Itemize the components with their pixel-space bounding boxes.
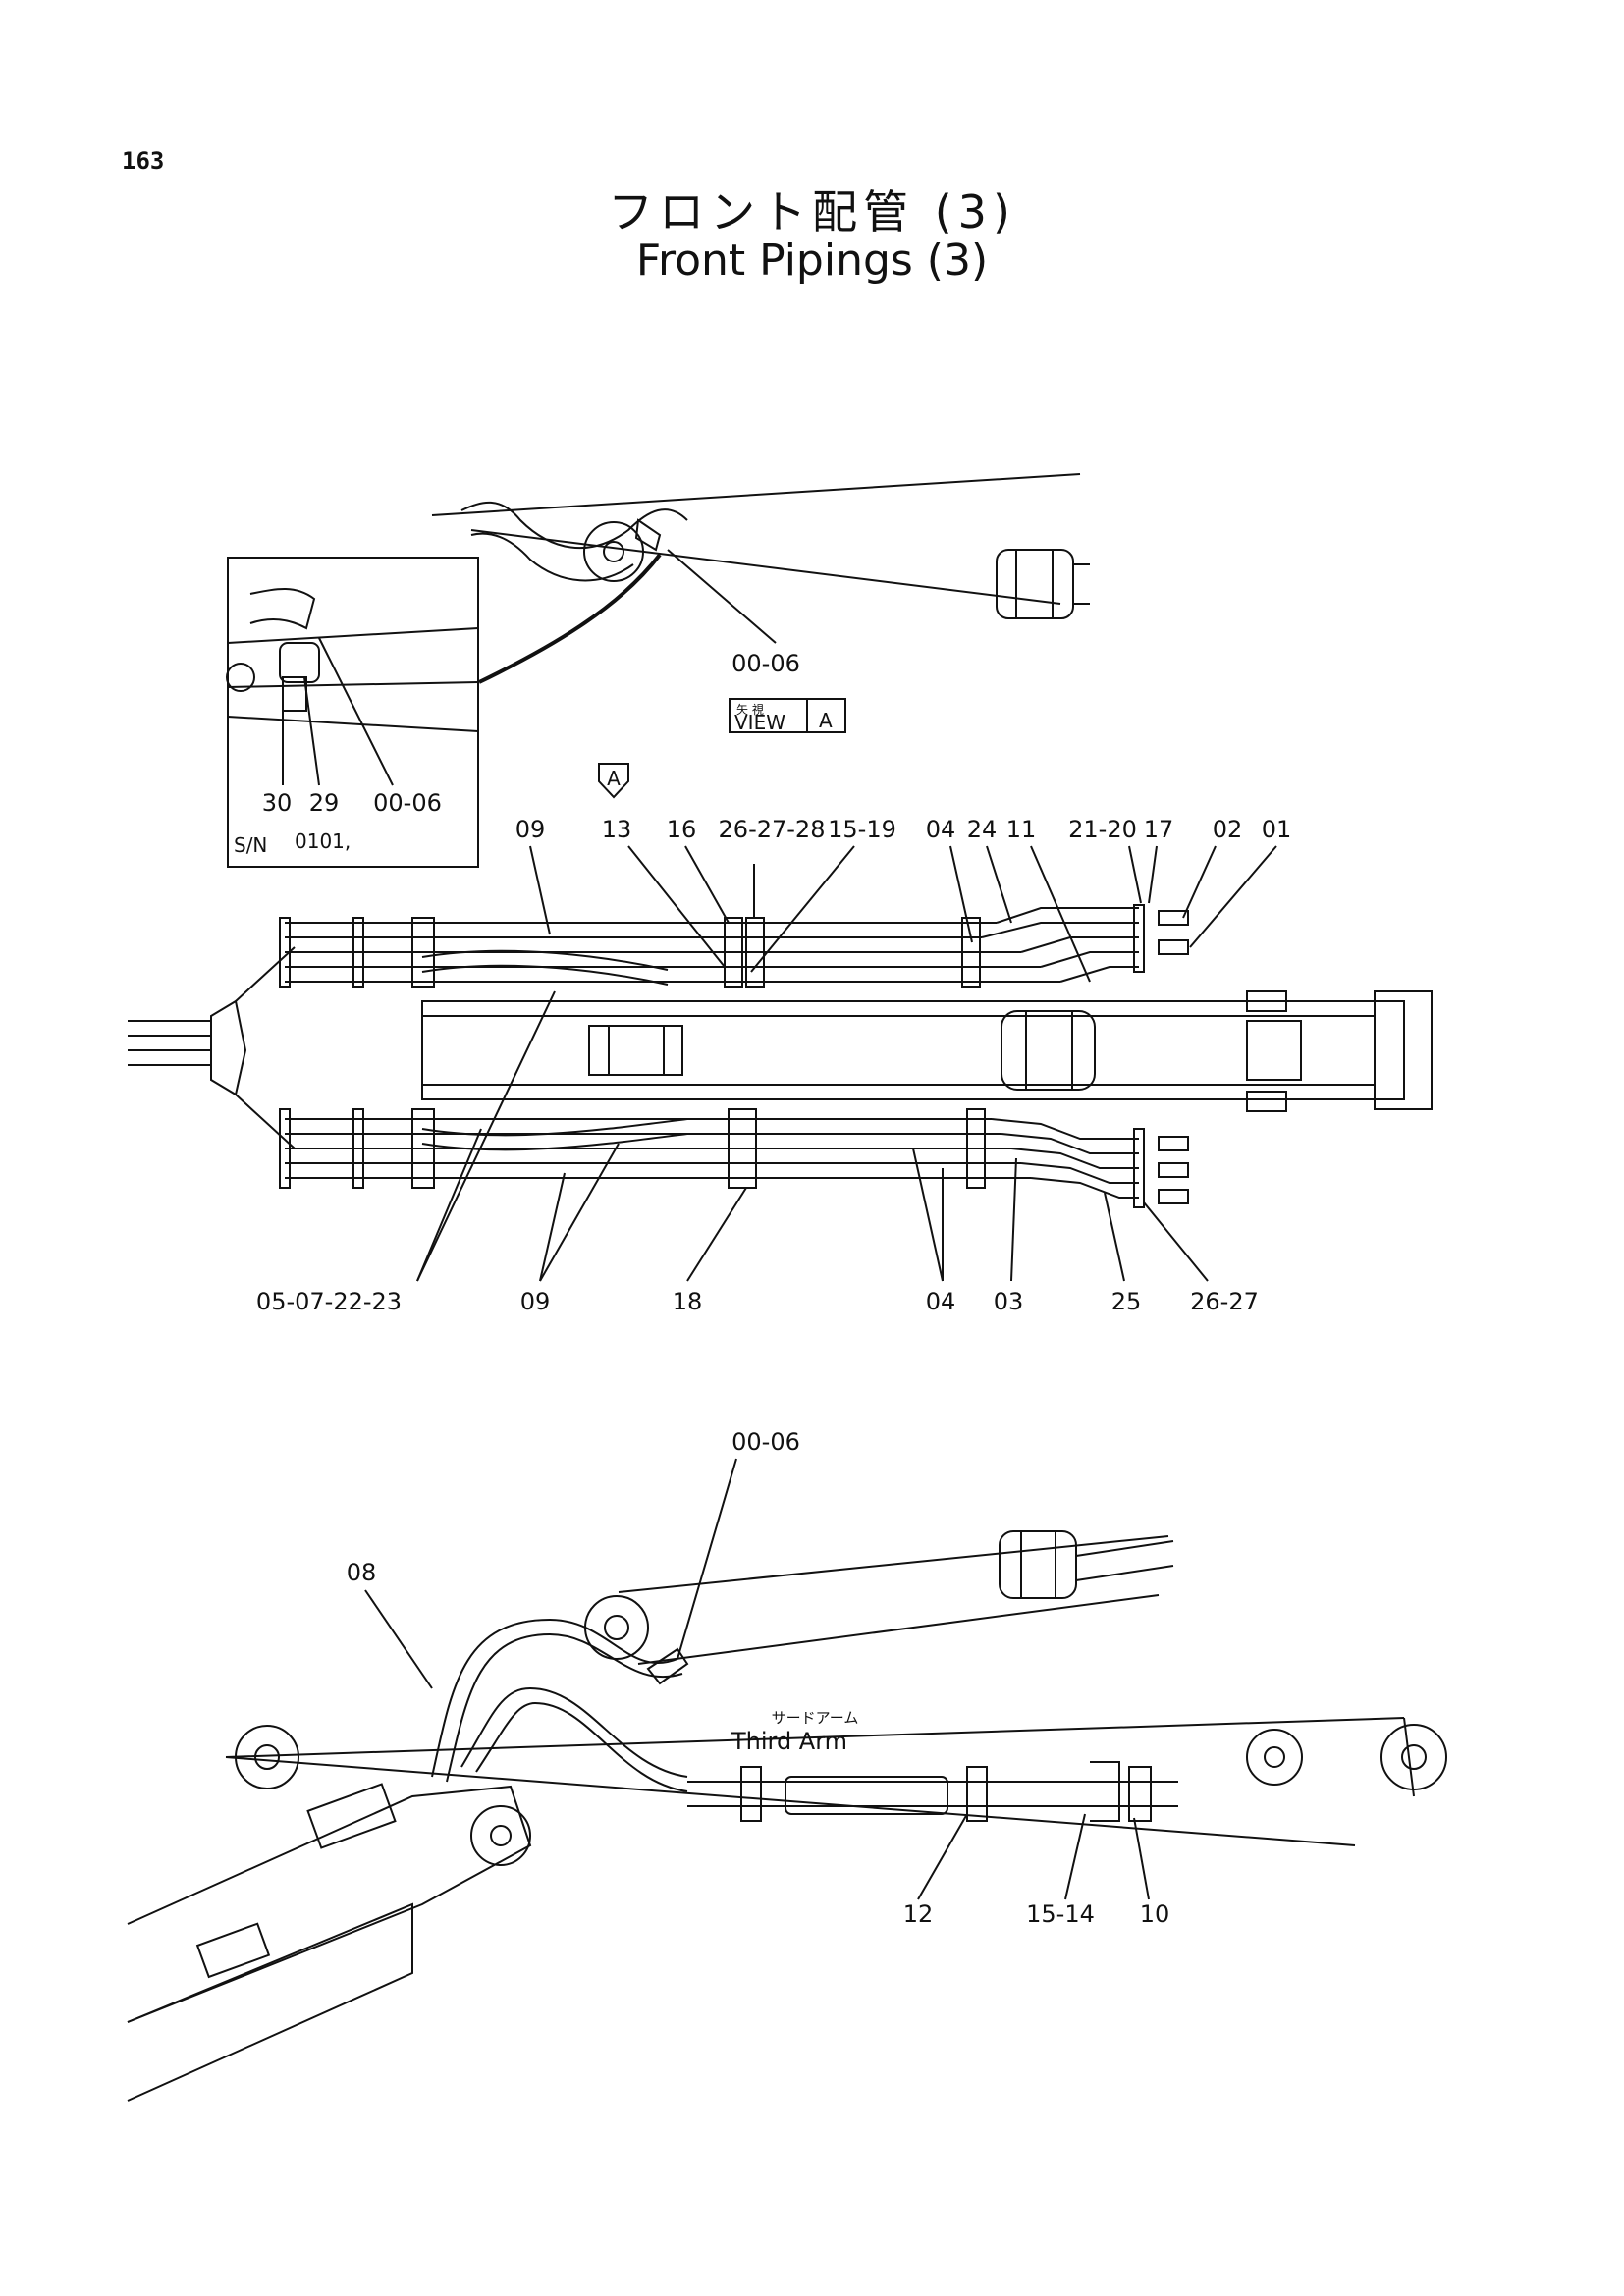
callout-08: 08 (347, 1559, 377, 1586)
callout-15-14: 15-14 (1026, 1900, 1095, 1928)
middle-plan-view (128, 845, 1433, 1282)
callout-13: 13 (602, 816, 632, 843)
callout-24: 24 (967, 816, 998, 843)
inset-serial-prefix: S/N (234, 833, 267, 857)
callout-04-bottom: 04 (926, 1288, 956, 1315)
inset-serial-value: 0101, (295, 829, 351, 853)
third-arm-label-japanese: サードアーム (772, 1709, 859, 1727)
callout-inset-30: 30 (262, 789, 293, 817)
callout-03: 03 (994, 1288, 1024, 1315)
page-number: 163 (122, 147, 165, 175)
callout-11: 11 (1006, 816, 1037, 843)
callout-12: 12 (903, 1900, 934, 1928)
view-tag-english: VIEW (734, 711, 785, 734)
callout-17: 17 (1144, 816, 1174, 843)
third-arm-label-english: Third Arm (731, 1728, 847, 1755)
callout-21-20: 21-20 (1068, 816, 1137, 843)
inset-detail (226, 557, 479, 868)
callout-inset-29: 29 (309, 789, 340, 817)
top-boom-view (431, 473, 1090, 684)
callout-09-bottom: 09 (520, 1288, 551, 1315)
page-title-japanese: フロント配管 (3) (608, 186, 1016, 239)
callout-26-27-28: 26-27-28 (719, 816, 826, 843)
view-direction-arrow (598, 763, 629, 799)
callout-10: 10 (1140, 1900, 1170, 1928)
callout-top-00-06: 00-06 (731, 650, 800, 677)
callout-25: 25 (1111, 1288, 1142, 1315)
callout-02: 02 (1213, 816, 1243, 843)
callout-04-top: 04 (926, 816, 956, 843)
view-tag-japanese: 矢 視 (736, 702, 764, 717)
callout-09-top: 09 (515, 816, 546, 843)
callout-bottom-00-06: 00-06 (731, 1428, 800, 1456)
callout-15-19: 15-19 (828, 816, 896, 843)
view-tag-box (729, 698, 846, 733)
callout-labels: 00-06 矢 視 VIEW A A 30 29 00-06 S/N 0101,… (234, 650, 1291, 1928)
callout-26-27: 26-27 (1190, 1288, 1259, 1315)
callout-16: 16 (667, 816, 697, 843)
callout-18: 18 (673, 1288, 703, 1315)
view-arrow-letter: A (607, 767, 621, 790)
callout-01: 01 (1262, 816, 1292, 843)
view-tag-letter: A (819, 709, 833, 732)
bottom-third-arm-view (127, 1458, 1447, 2102)
callout-05-07-22-23: 05-07-22-23 (256, 1288, 402, 1315)
page-title-english: Front Pipings (3) (635, 236, 989, 286)
callout-inset-00-06: 00-06 (373, 789, 442, 817)
